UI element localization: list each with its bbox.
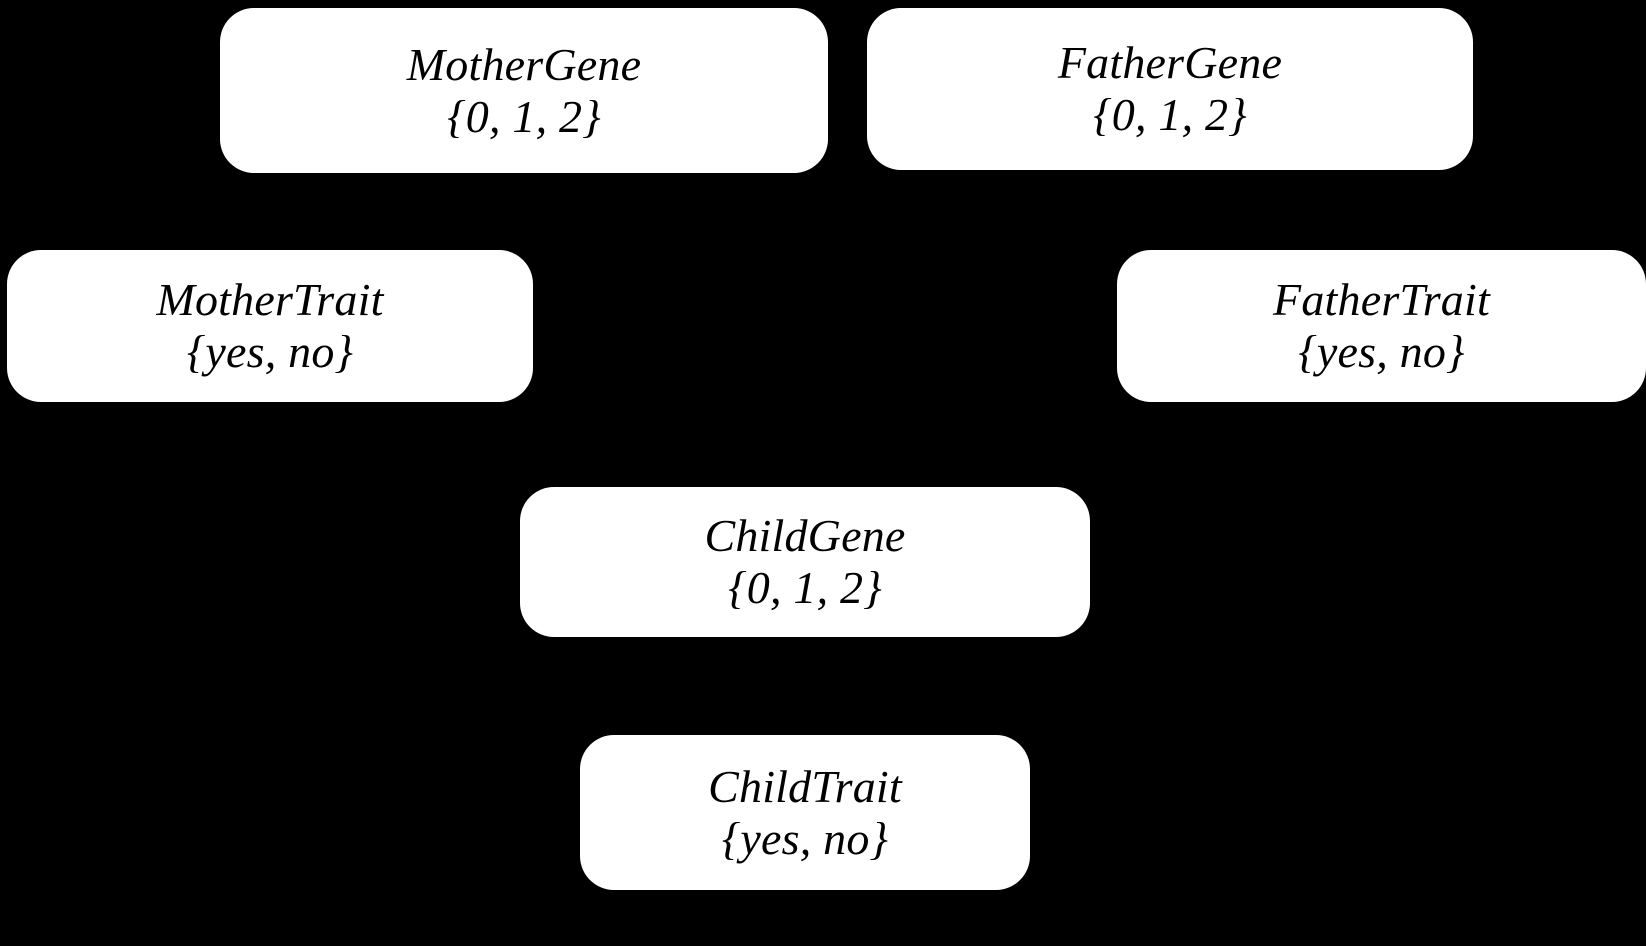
node-father-trait[interactable]: FatherTrait {yes, no} — [1117, 250, 1646, 402]
node-father-trait-label: FatherTrait — [1273, 274, 1490, 326]
edge-mother-gene-to-child-gene — [598, 172, 702, 488]
node-mother-trait-domain: {yes, no} — [186, 326, 354, 377]
node-father-gene-label: FatherGene — [1057, 37, 1283, 89]
node-child-gene[interactable]: ChildGene {0, 1, 2} — [520, 487, 1090, 637]
edge-father-gene-to-child-gene — [938, 169, 1082, 488]
node-mother-gene[interactable]: MotherGene {0, 1, 2} — [220, 8, 828, 173]
node-child-gene-label: ChildGene — [704, 510, 906, 562]
node-mother-trait[interactable]: MotherTrait {yes, no} — [7, 250, 533, 402]
node-child-trait-domain: {yes, no} — [721, 812, 889, 864]
node-father-gene[interactable]: FatherGene {0, 1, 2} — [867, 8, 1473, 170]
edge-father-gene-to-father-trait — [1289, 168, 1381, 252]
node-child-gene-domain: {0, 1, 2} — [728, 562, 882, 613]
edge-mother-gene-to-mother-trait — [299, 171, 401, 252]
node-mother-gene-domain: {0, 1, 2} — [447, 90, 601, 142]
node-child-trait[interactable]: ChildTrait {yes, no} — [580, 735, 1030, 890]
node-father-gene-domain: {0, 1, 2} — [1093, 89, 1247, 140]
node-child-trait-label: ChildTrait — [708, 760, 902, 812]
node-father-trait-domain: {yes, no} — [1298, 326, 1465, 377]
node-mother-trait-label: MotherTrait — [156, 274, 384, 326]
node-mother-gene-label: MotherGene — [406, 38, 642, 90]
